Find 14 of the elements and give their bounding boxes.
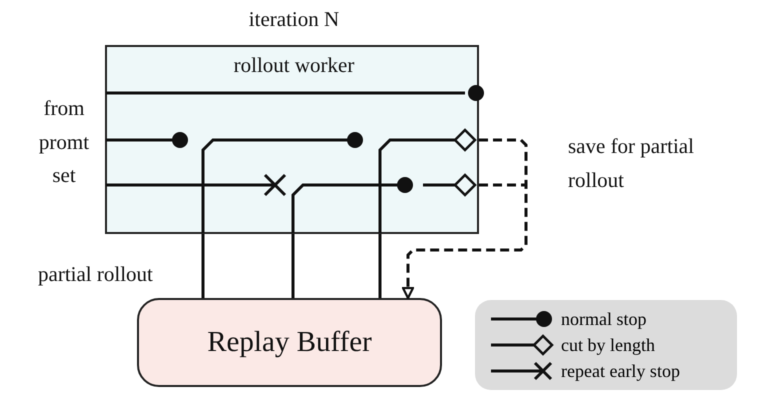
heading-text: iteration N: [248, 7, 340, 32]
legend-text: normal stop: [561, 308, 646, 330]
box-title: Replay Buffer: [206, 326, 373, 360]
connector-line: [292, 234, 294, 298]
input-label: from promt set: [38, 95, 90, 190]
annotation-text: partial rollout: [38, 261, 154, 288]
annotation-text: save for partial rollout: [568, 133, 695, 194]
legend-text: repeat early stop: [561, 360, 680, 382]
connector-line: [202, 234, 204, 298]
dashed-arrow: [402, 138, 528, 300]
connector-line: [378, 234, 382, 298]
box-title: rollout worker: [232, 53, 356, 78]
legend-text: cut by length: [561, 334, 655, 356]
buffer-box: [137, 298, 442, 387]
